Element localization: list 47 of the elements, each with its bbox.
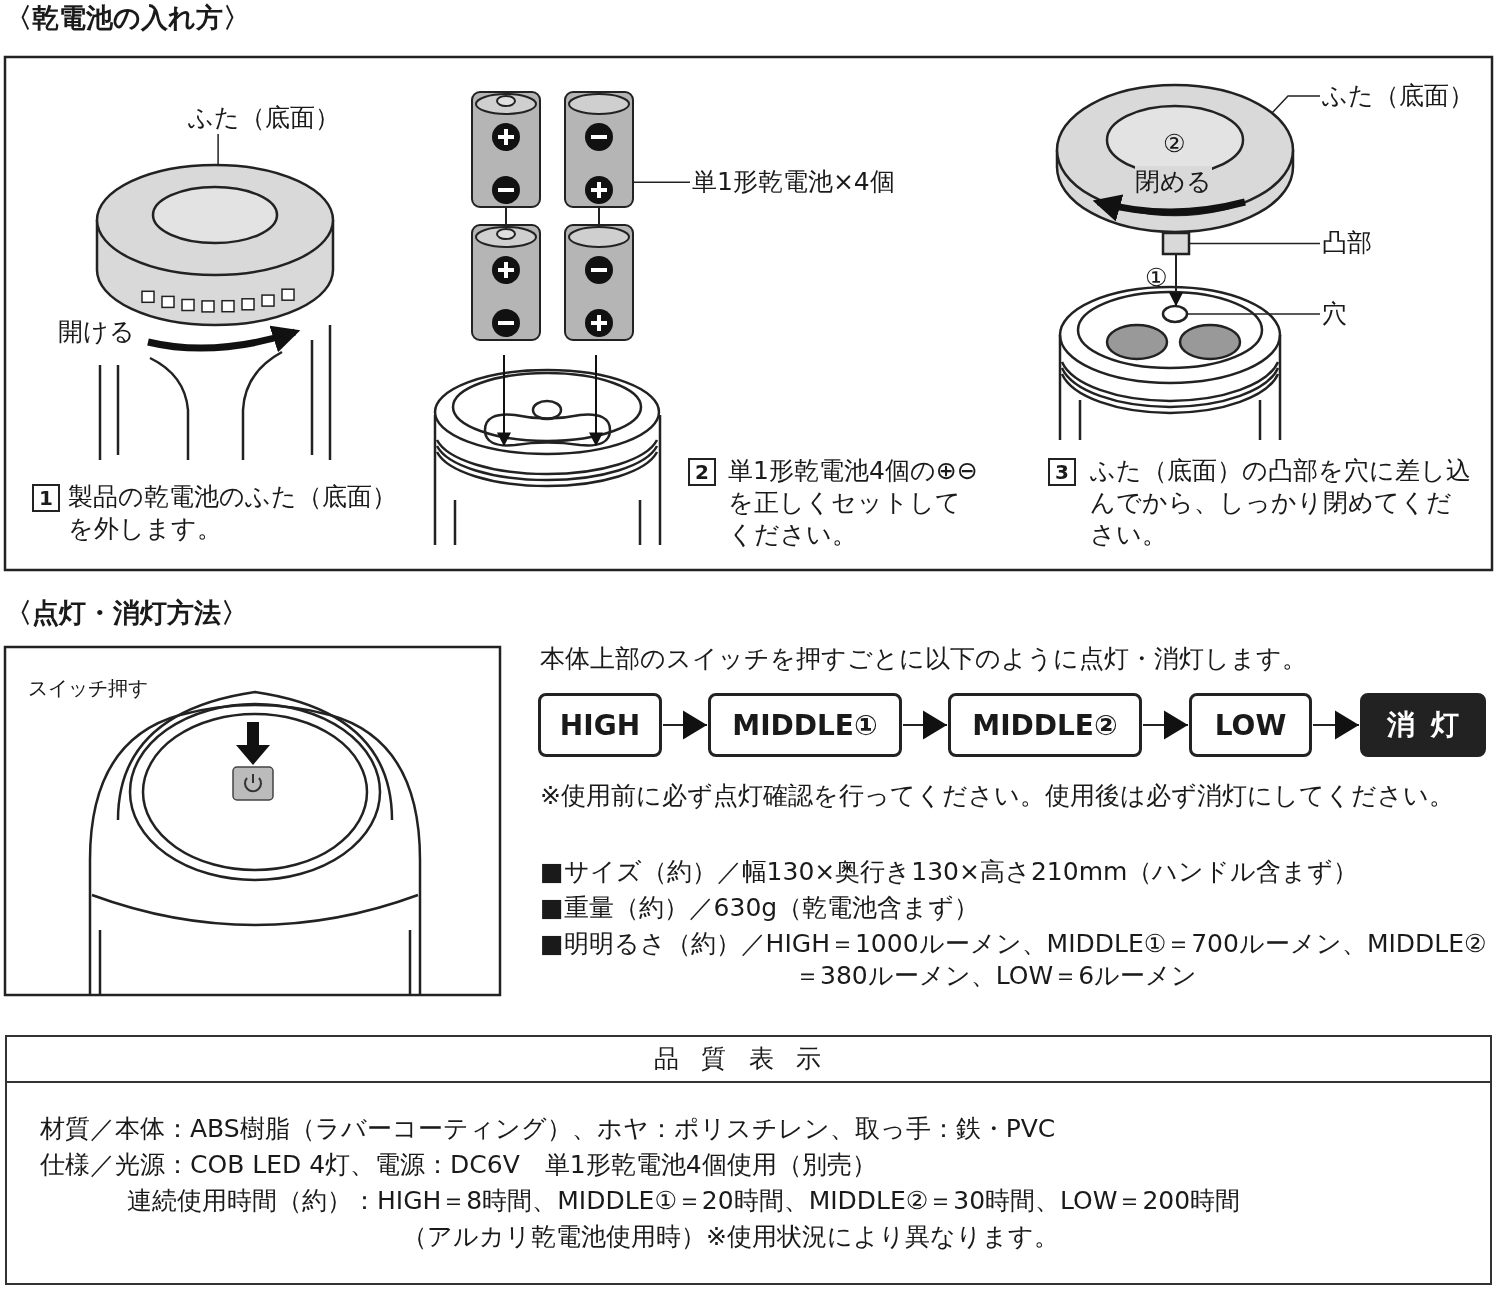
peg: [1161, 231, 1191, 256]
chevron-arrow: [902, 710, 948, 740]
arrow-label: 開ける: [58, 316, 135, 348]
chevron-arrow: [1312, 710, 1360, 740]
mode-box: LOW: [1189, 693, 1312, 757]
callout-label: 単1形乾電池×4個: [692, 166, 895, 198]
spec-text: 材質／本体：ABS樹脂（ラバーコーティング）、ホヤ：ポリスチレン、取っ手：鉄・PVC: [40, 1113, 1056, 1145]
mode-box: 消灯: [1360, 693, 1486, 757]
spec-text: （アルカリ乾電池使用時）※使用状況により異なります。: [402, 1221, 1059, 1253]
mode-box: MIDDLE①: [708, 693, 902, 757]
note-text: ※使用前に必ず点灯確認を行ってください。使用後は必ず消灯にしてください。: [540, 780, 1454, 812]
spec-table: [5, 1035, 1492, 1285]
chevron-arrow: [662, 710, 708, 740]
mode-box: HIGH: [538, 693, 662, 757]
lid-drawing: [1055, 83, 1295, 234]
callout-label: 穴: [1322, 298, 1347, 330]
leader-line: [1186, 313, 1321, 315]
leader-line: [217, 133, 219, 166]
step-text: ふた（底面）の凸部を穴に差し込んでから、しっかり閉めてください。: [1090, 455, 1472, 551]
spec-text: 連続使用時間（約）：HIGH＝8時間、MIDDLE①＝20時間、MIDDLE②＝30時間、LOW＝200時間: [127, 1185, 1241, 1217]
step-text: 単1形乾電池4個の⊕⊖を正しくセットしてください。: [728, 455, 979, 551]
step-text: 製品の乾電池のふた（底面）を外します。: [68, 481, 398, 545]
hole: [1161, 304, 1189, 324]
callout-label: ふた（底面）: [188, 102, 340, 134]
spec-text: ■サイズ（約）／幅130×奥行き130×高さ210mm（ハンドル含まず）: [540, 856, 1359, 888]
section-heading: 〈点灯・消灯方法〉: [5, 597, 248, 629]
caption-text: スイッチ押す: [28, 675, 148, 702]
arrow: [1169, 254, 1183, 307]
callout-number: ①: [1145, 262, 1168, 294]
step-number: 3: [1048, 458, 1076, 486]
table-header: 品質表示: [7, 1037, 1490, 1083]
callout-number: ②: [1163, 128, 1186, 160]
spec-text: 仕様／光源：COB LED 4灯、電源：DC6V 単1形乾電池4個使用（別売）: [40, 1149, 877, 1181]
leader-line: [632, 181, 691, 184]
chevron-arrow: [1142, 710, 1189, 740]
mode-box: MIDDLE②: [948, 693, 1142, 757]
leader-line: [1188, 242, 1321, 245]
leader-line: [1271, 95, 1321, 114]
spec-text: ■明明るさ（約）／HIGH＝1000ルーメン、MIDDLE①＝700ルーメン、MIDDLE②＝380ルーメン、LOW＝6ルーメン: [540, 928, 1488, 992]
step-number: 2: [688, 458, 716, 486]
instruction-text: 本体上部のスイッチを押すごとに以下のように点灯・消灯します。: [540, 643, 1307, 675]
step-number: 1: [32, 484, 60, 512]
callout-label: 凸部: [1322, 227, 1372, 259]
section-heading: 〈乾電池の入れ方〉: [5, 2, 250, 34]
spec-text: ■重量（約）／630g（乾電池含まず）: [540, 892, 980, 924]
callout-label: ふた（底面）: [1322, 80, 1474, 112]
battery-drawing: [471, 91, 634, 341]
